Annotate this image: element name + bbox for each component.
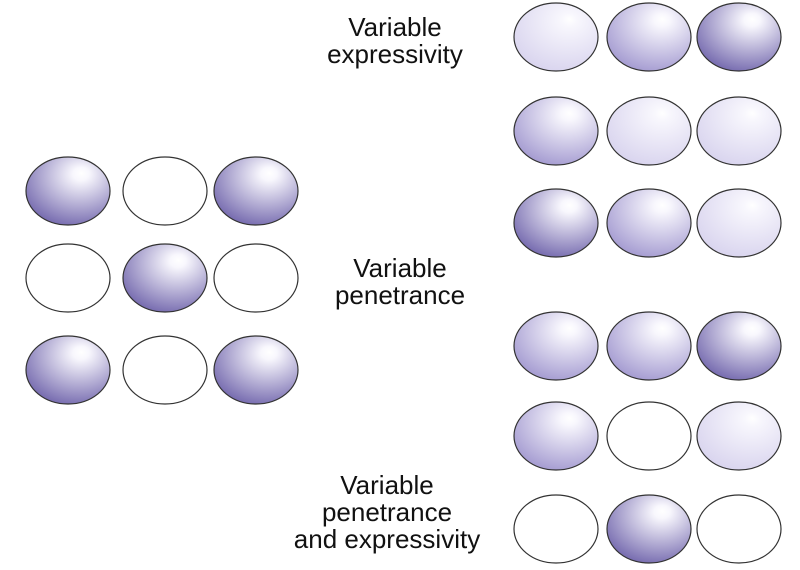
cell-both-r3c1-empty <box>513 494 599 564</box>
label-line: and expressivity <box>293 524 481 554</box>
cell-expressivity-r2c3-light <box>696 96 782 166</box>
cell-left-r1c3-dark <box>213 156 299 226</box>
cell-expressivity-r3c3-light <box>696 188 782 258</box>
cell-expressivity-r2c1-medium <box>513 96 599 166</box>
cell-left-r1c2-empty <box>122 156 208 226</box>
label-variable-expressivity: Variable expressivity <box>300 14 490 68</box>
cell-both-r1c3-dark <box>696 311 782 381</box>
cell-both-r1c2-medium <box>606 311 692 381</box>
cell-both-r2c2-empty <box>606 401 692 471</box>
label-variable-penetrance: Variable penetrance <box>305 255 495 309</box>
cell-expressivity-r3c1-dark <box>513 188 599 258</box>
cell-left-r2c1-empty <box>25 243 111 313</box>
cell-both-r3c3-empty <box>696 494 782 564</box>
label-line: Variable <box>348 12 442 42</box>
label-line: expressivity <box>327 39 463 69</box>
label-variable-penetrance-and-expressivity: Variable penetrance and expressivity <box>262 472 512 553</box>
cell-expressivity-r1c3-dark <box>696 2 782 72</box>
cell-left-r3c2-empty <box>122 335 208 405</box>
cell-expressivity-r2c2-light <box>606 96 692 166</box>
cell-both-r3c2-dark <box>606 494 692 564</box>
cell-left-r2c2-dark <box>122 243 208 313</box>
cell-left-r3c1-dark <box>25 335 111 405</box>
cell-both-r2c3-light <box>696 401 782 471</box>
label-line: penetrance <box>321 497 453 527</box>
cell-expressivity-r3c2-medium <box>606 188 692 258</box>
cell-both-r2c1-medium <box>513 401 599 471</box>
cell-expressivity-r1c2-medium <box>606 2 692 72</box>
cell-left-r1c1-dark <box>25 156 111 226</box>
cell-expressivity-r1c1-light <box>513 2 599 72</box>
cell-left-r2c3-empty <box>213 243 299 313</box>
label-line: penetrance <box>334 280 466 310</box>
label-line: Variable <box>340 470 434 500</box>
label-line: Variable <box>353 253 447 283</box>
cell-left-r3c3-dark <box>213 335 299 405</box>
cell-both-r1c1-medium <box>513 311 599 381</box>
